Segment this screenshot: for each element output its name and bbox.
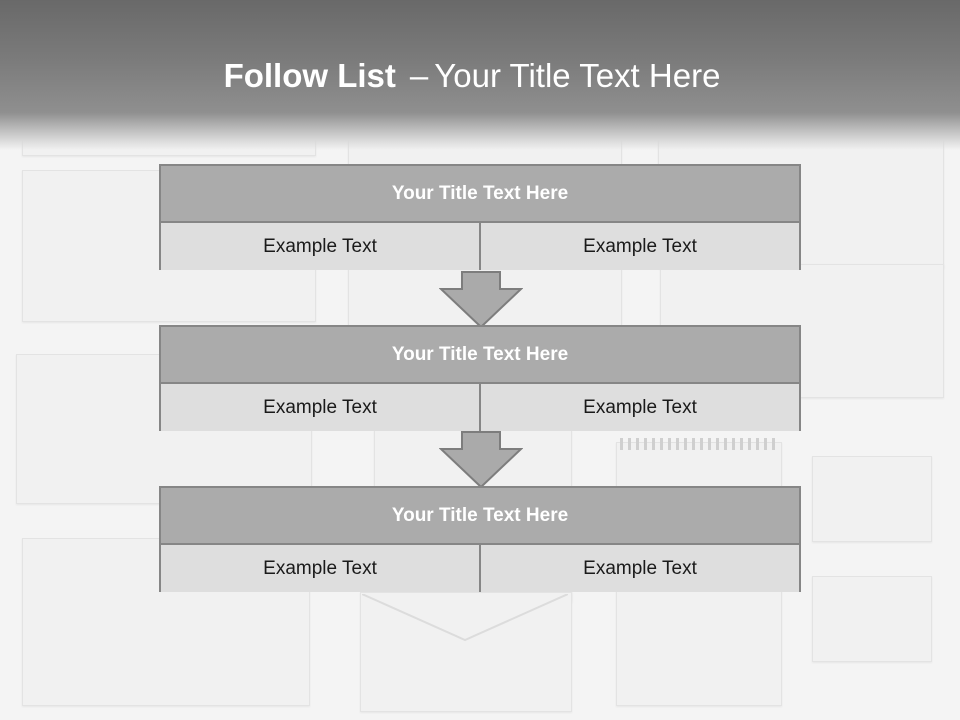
slide-title: Follow List–Your Title Text Here	[0, 54, 944, 98]
block-heading: Your Title Text Here	[161, 488, 799, 545]
background-envelope	[360, 592, 572, 712]
block-heading: Your Title Text Here	[161, 166, 799, 223]
block-left-text: Example Text	[161, 223, 479, 270]
block-left-text: Example Text	[161, 545, 479, 592]
title-bold: Follow List	[223, 57, 396, 94]
list-block-1: Your Title Text Here Example Text Exampl…	[159, 164, 801, 270]
down-arrow-icon	[438, 431, 524, 489]
block-row: Example Text Example Text	[161, 384, 799, 431]
background-card	[812, 576, 932, 662]
title-rest: Your Title Text Here	[434, 57, 721, 94]
block-left-text: Example Text	[161, 384, 479, 431]
block-right-text: Example Text	[479, 223, 799, 270]
block-heading: Your Title Text Here	[161, 327, 799, 384]
block-right-text: Example Text	[479, 384, 799, 431]
title-separator: –	[409, 57, 429, 94]
slide-header	[0, 0, 960, 150]
list-block-3: Your Title Text Here Example Text Exampl…	[159, 486, 801, 592]
block-right-text: Example Text	[479, 545, 799, 592]
block-row: Example Text Example Text	[161, 223, 799, 270]
envelope-flap	[362, 594, 568, 642]
down-arrow-icon	[438, 271, 524, 329]
list-block-2: Your Title Text Here Example Text Exampl…	[159, 325, 801, 431]
notepad-rings	[620, 438, 778, 450]
block-row: Example Text Example Text	[161, 545, 799, 592]
background-card	[812, 456, 932, 542]
